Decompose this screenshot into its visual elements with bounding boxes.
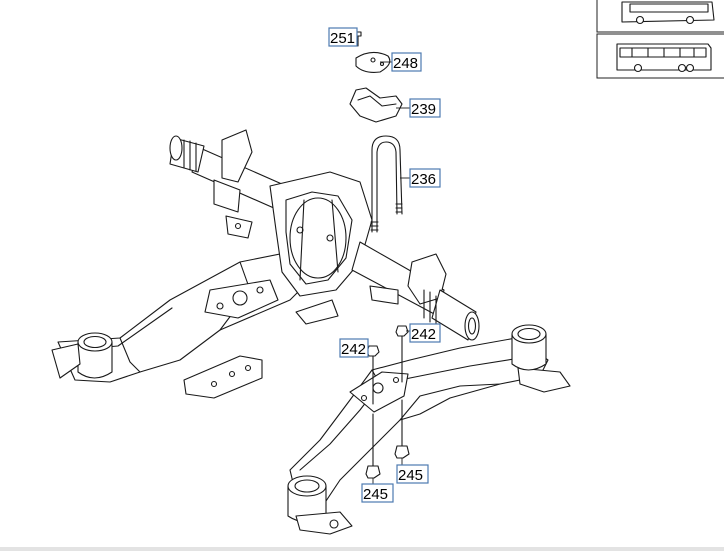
callout-245-right[interactable]: 245 [396,458,429,484]
lower-mounting-plate [183,299,339,399]
part-245-nut-left [365,413,381,479]
part-242-nut-right [395,325,409,383]
thumb-frame-top[interactable] [596,0,724,33]
coach-side-view-icon [616,43,712,73]
subframe-front-crossmember [289,337,571,513]
callout-248-text: 248 [393,55,418,72]
bus-side-view-icon [621,1,715,25]
callout-236[interactable]: 236 [400,168,441,188]
callout-242-right[interactable]: 242 [406,323,441,343]
callout-242-left[interactable]: 242 [339,338,369,358]
left-mount-bushing [51,332,113,379]
callout-251[interactable]: 251 [328,27,358,47]
vehicle-thumbnails [596,0,724,79]
part-248-cover-plate [355,51,391,73]
part-239-spring-saddle [349,87,403,123]
callout-236-text: 236 [411,171,436,188]
part-236-u-bolt [370,135,403,233]
callout-242-right-text: 242 [411,326,436,343]
callout-239-text: 239 [411,101,436,118]
callout-251-text: 251 [330,30,355,47]
callout-242-left-text: 242 [341,341,366,358]
rear-axle-housing [169,129,480,341]
right-mount-bushing [511,324,547,371]
front-left-mount-bushing [287,475,353,535]
callout-245-right-text: 245 [398,467,423,484]
part-245-nut-right [394,399,410,459]
bottom-edge-bar [0,547,724,551]
callout-245-left[interactable]: 245 [361,478,394,503]
callout-239[interactable]: 239 [396,98,441,118]
thumb-frame-bottom[interactable] [596,33,724,79]
callout-245-left-text: 245 [363,486,388,503]
callout-248[interactable]: 248 [380,52,422,72]
